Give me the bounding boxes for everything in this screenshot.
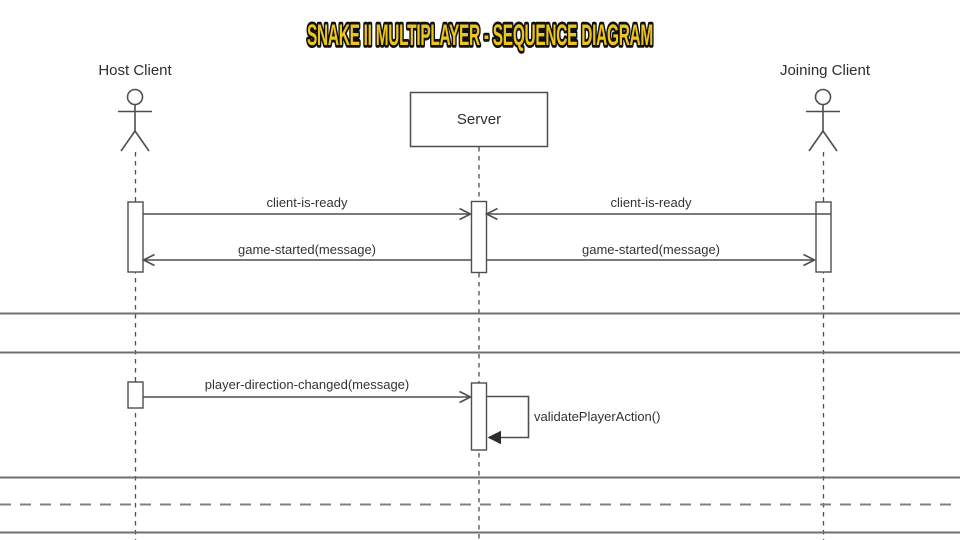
host-actor-icon [118, 88, 152, 152]
arrow-client-is-ready-joining [484, 207, 831, 221]
server-participant-box [409, 91, 549, 148]
message-label-validate-player-action: validatePlayerAction() [534, 409, 661, 424]
arrow-client-is-ready-host [143, 207, 473, 221]
arrow-validate-player-action-self-loop [486, 395, 530, 445]
title-svg: SNAKE II MULTIPLAYER - SEQUENCE DIAGRAM [304, 16, 656, 55]
diagram-title: SNAKE II MULTIPLAYER - SEQUENCE DIAGRAM [307, 19, 653, 52]
title-banner: SNAKE II MULTIPLAYER - SEQUENCE DIAGRAM [0, 12, 960, 58]
server-participant-label: Server [456, 111, 502, 128]
message-label-game-started-host: game-started(message) [238, 242, 376, 257]
activation-server-2 [470, 382, 488, 451]
joining-actor-label: Joining Client [779, 62, 871, 79]
arrow-game-started-joining [486, 253, 817, 267]
arrow-player-direction-changed [143, 390, 473, 404]
activation-joining-1 [815, 201, 832, 273]
host-actor-label: Host Client [98, 62, 172, 79]
message-label-player-direction-changed: player-direction-changed(message) [204, 377, 410, 392]
arrow-game-started-host [141, 253, 471, 267]
activation-host-1 [127, 201, 144, 273]
message-label-game-started-joining: game-started(message) [582, 242, 720, 257]
activation-server-1 [470, 200, 488, 274]
message-label-client-is-ready-joining: client-is-ready [610, 195, 692, 210]
joining-actor-icon [806, 88, 840, 152]
activation-host-2 [127, 381, 144, 409]
message-label-client-is-ready-host: client-is-ready [266, 195, 348, 210]
